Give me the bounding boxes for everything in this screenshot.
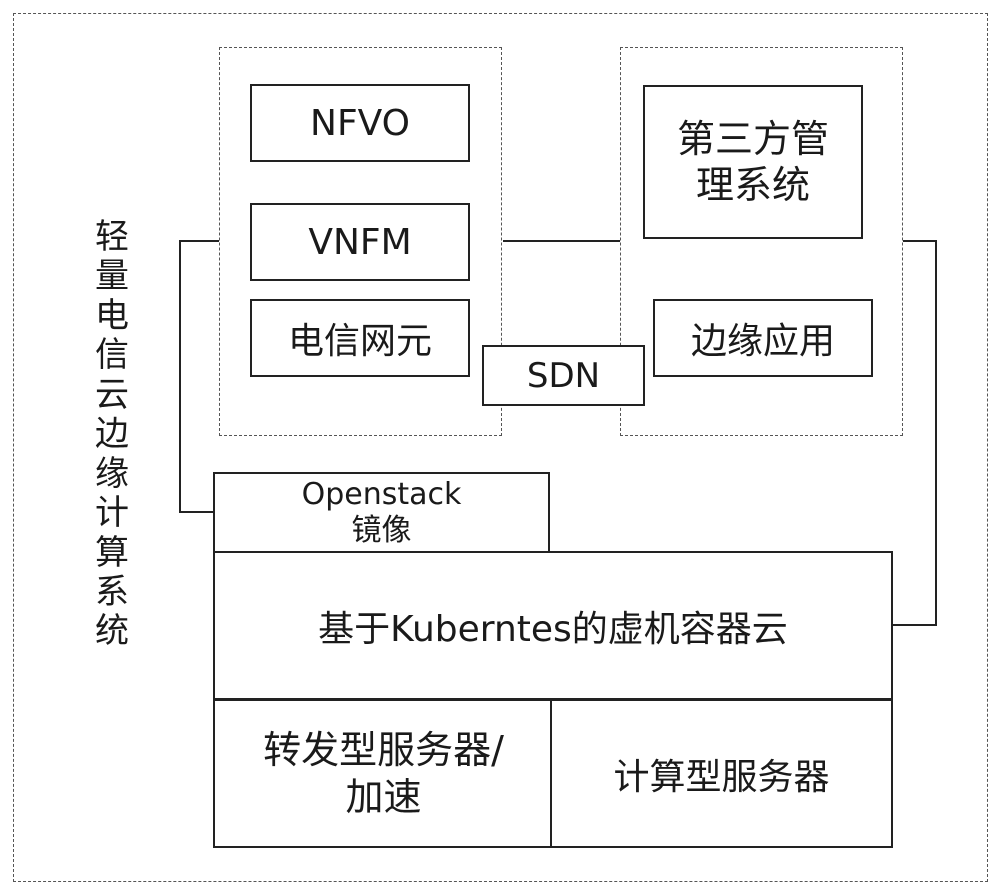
nfvo-label: NFVO — [310, 102, 410, 144]
sdn-label: SDN — [526, 355, 601, 396]
system-label-char: 信 — [95, 335, 129, 376]
sdn-box: SDN — [482, 345, 645, 406]
forwarding-server-line1: 转发型服务器/ — [263, 728, 504, 773]
system-label-char: 边 — [95, 414, 129, 455]
system-label-char: 缘 — [95, 453, 129, 494]
system-label-char: 量 — [95, 256, 129, 297]
openstack-label: Openstack — [301, 477, 462, 512]
edge-app-group — [620, 47, 903, 436]
vnfm-box: VNFM — [250, 203, 470, 281]
edge-app-box: 边缘应用 — [653, 299, 873, 377]
vnfm-openstack-link — [179, 240, 219, 513]
nfv-group — [219, 47, 502, 436]
edge-app-label: 边缘应用 — [690, 321, 835, 362]
compute-server-box: 计算型服务器 — [550, 699, 893, 848]
edge-cloud-link — [893, 240, 937, 626]
third-party-label-line2: 理系统 — [695, 163, 810, 207]
third-party-label-line1: 第三方管 — [676, 116, 829, 161]
compute-server-label: 计算型服务器 — [613, 756, 830, 798]
telecom-ne-label: 电信网元 — [287, 321, 432, 362]
system-label-char: 统 — [95, 611, 129, 652]
system-label: 轻量电信云边缘计算系统 — [90, 217, 134, 652]
system-label-char: 系 — [95, 571, 129, 612]
container-cloud-label: 基于Kuberntes的虚机容器云 — [318, 608, 788, 650]
container-cloud-box: 基于Kuberntes的虚机容器云 — [213, 551, 893, 700]
system-label-char: 云 — [95, 374, 129, 415]
forwarding-server-line2: 加速 — [345, 774, 422, 819]
system-label-char: 算 — [95, 532, 129, 573]
nfvo-box: NFVO — [250, 84, 470, 162]
outer-system-frame — [13, 13, 988, 882]
vnfm-label: VNFM — [308, 221, 412, 263]
forwarding-server-box: 转发型服务器/ 加速 — [213, 699, 552, 848]
third-party-management-box: 第三方管 理系统 — [643, 85, 863, 239]
system-label-char: 轻 — [95, 217, 129, 257]
system-label-char: 计 — [95, 493, 129, 534]
telecom-ne-box: 电信网元 — [250, 299, 470, 377]
system-label-char: 电 — [95, 295, 129, 336]
openstack-image-box: Openstack 镜像 — [213, 472, 550, 552]
openstack-image-label: 镜像 — [351, 513, 412, 548]
